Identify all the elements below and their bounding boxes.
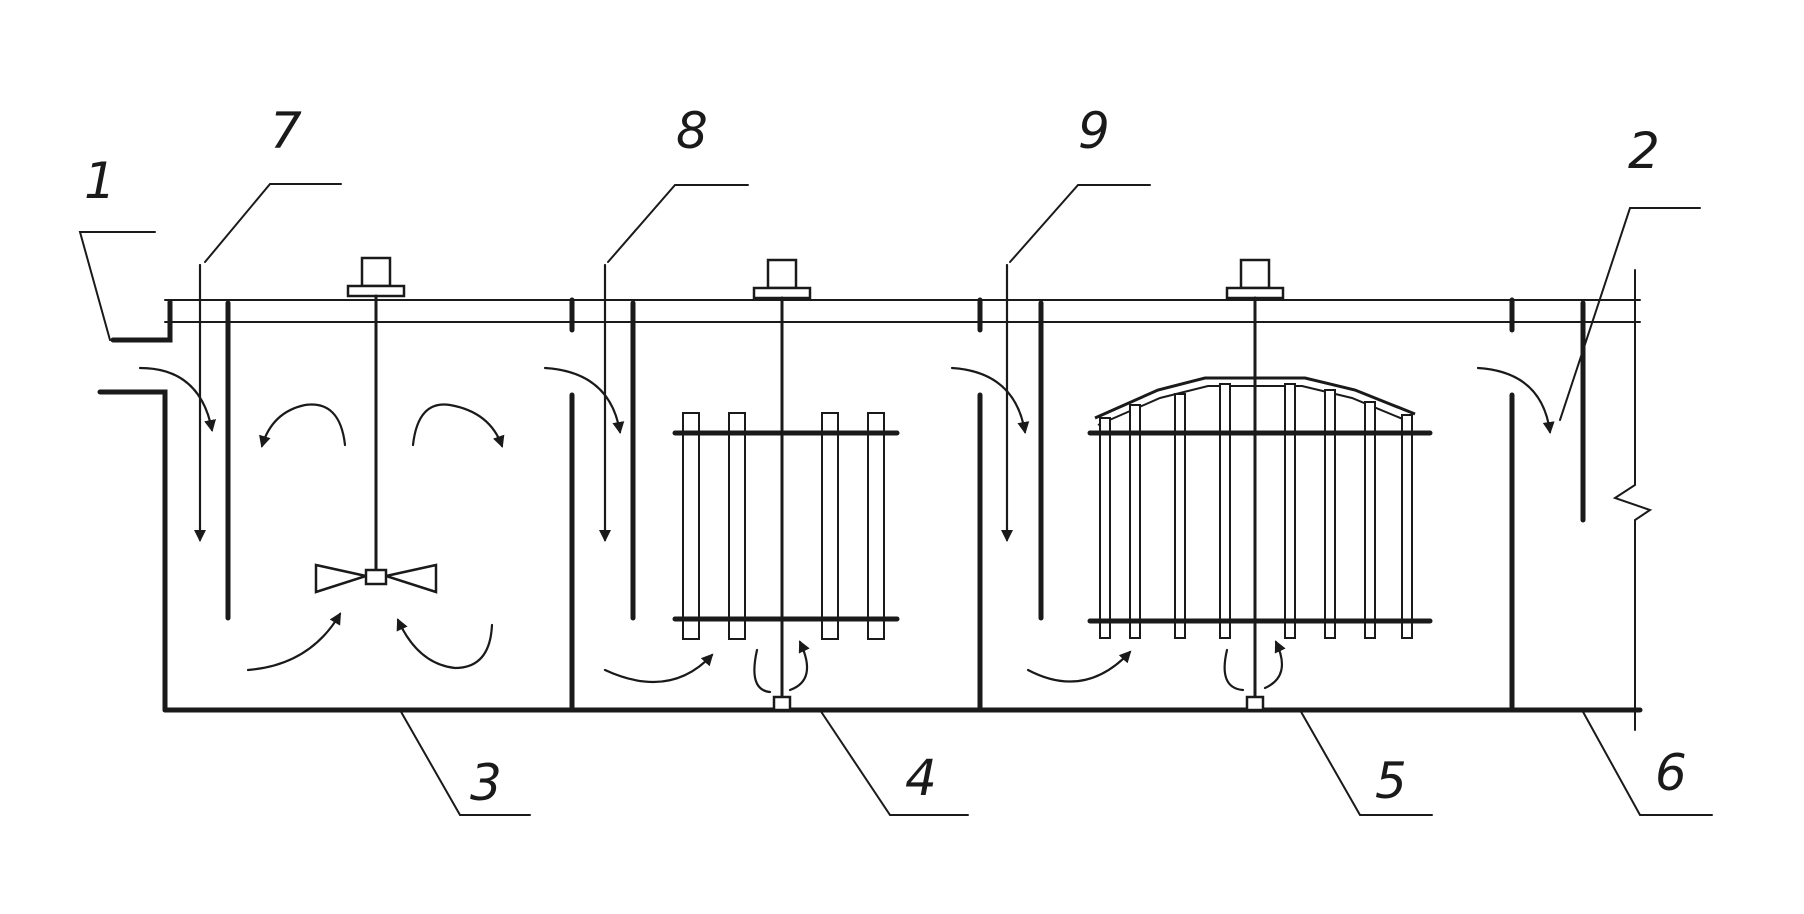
label-outlet: 2 <box>1628 122 1660 180</box>
leader-1 <box>78 231 156 341</box>
label-chamber-flocculation-2: 5 <box>1375 752 1407 810</box>
flow-arrow <box>950 366 1030 434</box>
cage-bar <box>1401 414 1413 639</box>
circulation-arrow <box>396 618 494 670</box>
leader-lines <box>78 183 1713 816</box>
leader-5 <box>1299 709 1433 816</box>
circulation-arrow <box>1026 650 1132 683</box>
cage-bar <box>1174 393 1186 639</box>
dosing-pipes <box>194 263 1013 542</box>
leader-2 <box>1559 207 1701 421</box>
flow-arrow <box>543 366 625 434</box>
motor-1-icon <box>360 256 392 288</box>
inlet-pipe-top <box>110 299 173 343</box>
circulation-arrow <box>603 653 714 684</box>
grid-bar <box>682 412 700 640</box>
flow-arrows <box>138 366 1555 694</box>
motor-3-icon <box>1239 258 1271 290</box>
flocculator-2 <box>1087 258 1433 712</box>
bearing-1 <box>772 695 792 712</box>
circulation-arrow <box>411 403 505 448</box>
leader-7 <box>204 183 342 263</box>
impeller-icon <box>314 563 438 594</box>
partition-walls <box>225 297 1586 713</box>
leader-9 <box>1009 184 1151 263</box>
circulation-arrow <box>246 612 342 672</box>
cage-bar <box>1219 383 1231 639</box>
circulation-arrow <box>1223 648 1245 692</box>
circulation-arrow <box>788 640 810 692</box>
leader-6 <box>1581 709 1713 816</box>
flocculator-1 <box>672 258 900 712</box>
flow-arrow <box>1476 366 1555 434</box>
label-dosing-pipe-1: 7 <box>270 102 302 160</box>
leader-8 <box>607 184 749 263</box>
label-dosing-pipe-2: 8 <box>676 102 708 160</box>
circulation-arrow <box>753 648 772 694</box>
inlet-pipe-bottom <box>97 389 168 713</box>
label-chamber-mixing: 3 <box>470 754 502 812</box>
cage-bar <box>1129 404 1141 639</box>
mixer-assembly <box>314 256 438 594</box>
cage-bar <box>1099 417 1111 639</box>
break-line <box>1612 269 1653 731</box>
circulation-arrow <box>259 403 347 448</box>
impeller-hub <box>364 568 388 586</box>
label-settling-zone: 6 <box>1655 744 1687 802</box>
reference-labels: 1 7 8 9 2 3 4 5 6 <box>84 102 1687 812</box>
label-dosing-pipe-3: 9 <box>1078 102 1110 160</box>
cage-bar <box>1364 401 1376 639</box>
circulation-arrow <box>1263 640 1286 690</box>
flow-arrow <box>138 366 216 432</box>
tank-structure <box>97 269 1653 731</box>
label-chamber-flocculation-1: 4 <box>905 749 937 807</box>
label-inlet: 1 <box>84 152 116 210</box>
motor-2-icon <box>766 258 798 290</box>
bearing-2 <box>1245 695 1265 712</box>
leader-4 <box>819 709 969 816</box>
grid-bar <box>867 412 885 640</box>
leader-3 <box>399 709 531 816</box>
cage-bar <box>1284 383 1296 639</box>
grid-bar <box>728 412 746 640</box>
cage-bar <box>1324 389 1336 639</box>
grid-bar <box>821 412 839 640</box>
